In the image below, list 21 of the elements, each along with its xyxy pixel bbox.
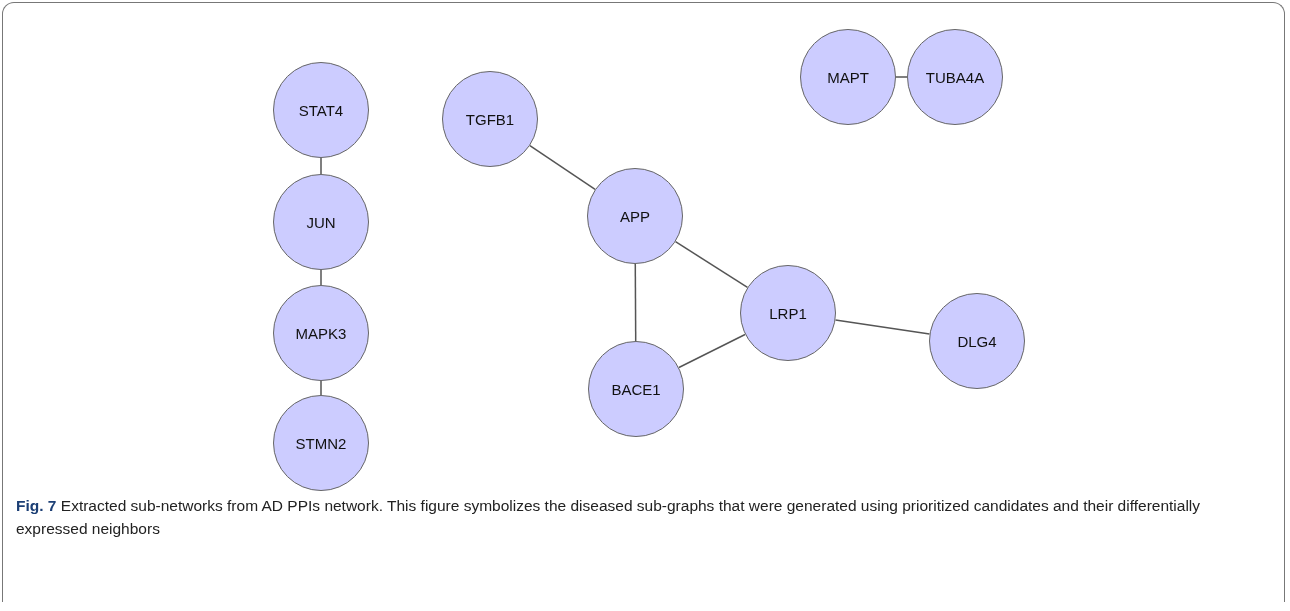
edge-line	[834, 319, 931, 335]
gene-label: MAPK3	[295, 324, 347, 342]
gene-label: LRP1	[769, 304, 807, 322]
gene-label: TUBA4A	[925, 68, 985, 86]
figure-caption: Fig. 7 Extracted sub-networks from AD PPIs network. This figure symbolizes the diseased sub-graphs that were generated using prioritized candidates and their differentially expressed neighbors	[16, 496, 1202, 539]
edge-line	[674, 240, 749, 289]
gene-label: STAT4	[298, 101, 344, 119]
gene-label: STMN2	[295, 434, 347, 452]
gene-label: MAPT	[827, 68, 869, 86]
edge-line	[320, 380, 322, 396]
gene-label: TGFB1	[465, 110, 515, 128]
gene-label: DLG4	[957, 332, 997, 350]
gene-label: JUN	[306, 213, 336, 231]
edge-line	[320, 157, 322, 175]
gene-label: APP	[620, 207, 650, 225]
gene-label: BACE1	[611, 380, 661, 398]
edge-line	[529, 144, 596, 191]
edge-line	[678, 333, 746, 369]
edge-line	[634, 263, 637, 342]
edge-line	[320, 269, 322, 286]
edge-line	[895, 76, 908, 78]
